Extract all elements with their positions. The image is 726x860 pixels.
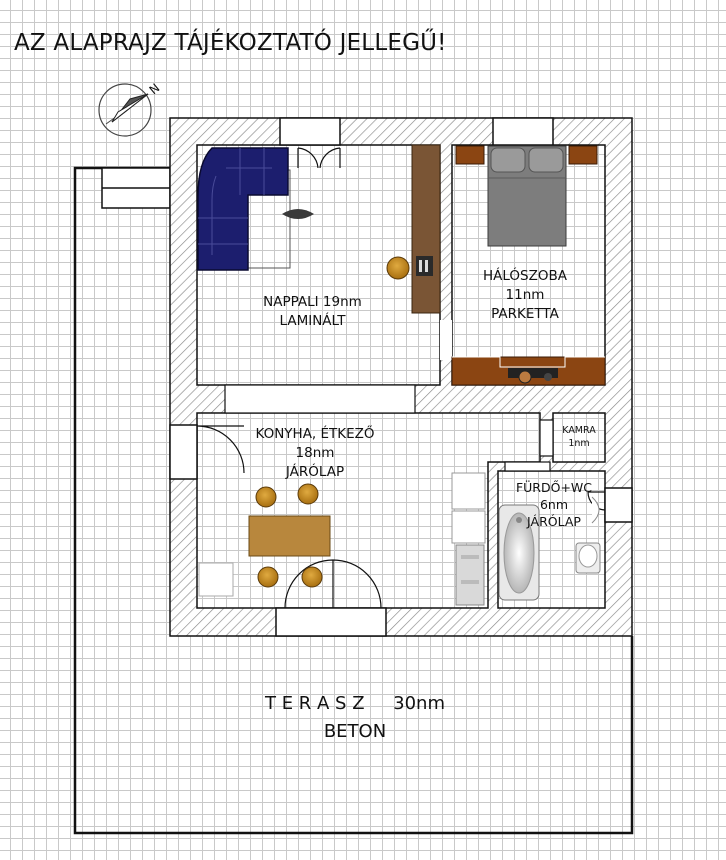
terrace-floor: BETON xyxy=(323,721,387,742)
bedroom-area: 11nm xyxy=(505,287,545,303)
corner-sofa xyxy=(197,147,289,271)
armchair xyxy=(386,256,410,280)
terrace-area xyxy=(73,166,634,835)
bathroom-fixtures xyxy=(498,496,601,601)
window-kitchen-left xyxy=(169,424,198,480)
bathroom-label: FÜRDŐ+WC 6nm JÁRÓLAP xyxy=(504,479,604,530)
inner-openings xyxy=(224,320,554,472)
washbasin xyxy=(591,496,600,524)
chair xyxy=(255,486,277,508)
terrace-steps xyxy=(101,167,171,209)
bathroom-name: FÜRDŐ+WC xyxy=(515,480,593,495)
kitchen-counter-top xyxy=(451,472,486,510)
living-room-name: NAPPALI 19nm xyxy=(263,294,362,310)
terrace-name: T E R A S Z 30nm xyxy=(264,693,445,714)
bedside-left xyxy=(455,145,485,165)
bedroom-label: HÁLÓSZOBA 11nm PARKETTA xyxy=(455,267,595,324)
pantry-label: KAMRA 1nm xyxy=(554,424,604,450)
terrace-label: T E R A S Z 30nm BETON xyxy=(220,690,490,746)
kitchen-furniture xyxy=(198,472,486,606)
window-kitchen-bottom xyxy=(275,607,387,637)
door-gap-living-bedroom xyxy=(440,320,452,360)
bathroom-area: 6nm xyxy=(539,497,569,512)
door-gap-pantry xyxy=(539,419,554,457)
chair xyxy=(297,483,319,505)
bedroom-floor: PARKETTA xyxy=(491,306,559,322)
tv-unit xyxy=(416,256,433,276)
tv-bedroom xyxy=(508,368,558,378)
window-living xyxy=(279,117,341,146)
wardrobe xyxy=(411,144,441,314)
kitchen-cabinet xyxy=(198,562,234,597)
bathroom-floor: JÁRÓLAP xyxy=(527,514,581,529)
fridge xyxy=(455,544,485,606)
living-room-furniture xyxy=(197,144,441,314)
passage-living-kitchen xyxy=(224,384,416,414)
kitchen-area: 18nm xyxy=(295,445,335,461)
kitchen-floor: JÁRÓLAP xyxy=(285,464,345,480)
bedside-right xyxy=(568,145,598,165)
windows xyxy=(169,117,633,637)
compass-icon xyxy=(98,83,152,137)
door-gap-bathroom xyxy=(504,461,551,472)
door-kitchen-side xyxy=(196,425,245,474)
living-room-floor: LAMINÁLT xyxy=(279,313,346,329)
bedroom-furniture xyxy=(451,145,606,386)
bedroom-name: HÁLÓSZOBA xyxy=(483,268,567,284)
door-kitchen-terrace xyxy=(284,559,382,609)
chair xyxy=(301,566,323,588)
page-title: AZ ALAPRAJZ TÁJÉKOZTATÓ JELLEGŰ! xyxy=(14,30,447,56)
kitchen-label: KONYHA, ÉTKEZŐ 18nm JÁRÓLAP xyxy=(240,425,390,482)
window-bedroom xyxy=(492,117,554,146)
pantry-name: KAMRA xyxy=(562,425,596,436)
side-table xyxy=(282,209,314,219)
door-living-entry xyxy=(297,147,341,169)
doors xyxy=(196,147,606,609)
window-bathroom xyxy=(604,487,633,523)
kitchen-name: KONYHA, ÉTKEZŐ xyxy=(255,426,375,442)
pantry-area: 1nm xyxy=(568,438,590,449)
kitchen-sink xyxy=(451,510,486,544)
chair xyxy=(257,566,279,588)
dining-table xyxy=(248,515,331,557)
living-room-label: NAPPALI 19nm LAMINÁLT xyxy=(230,293,395,331)
